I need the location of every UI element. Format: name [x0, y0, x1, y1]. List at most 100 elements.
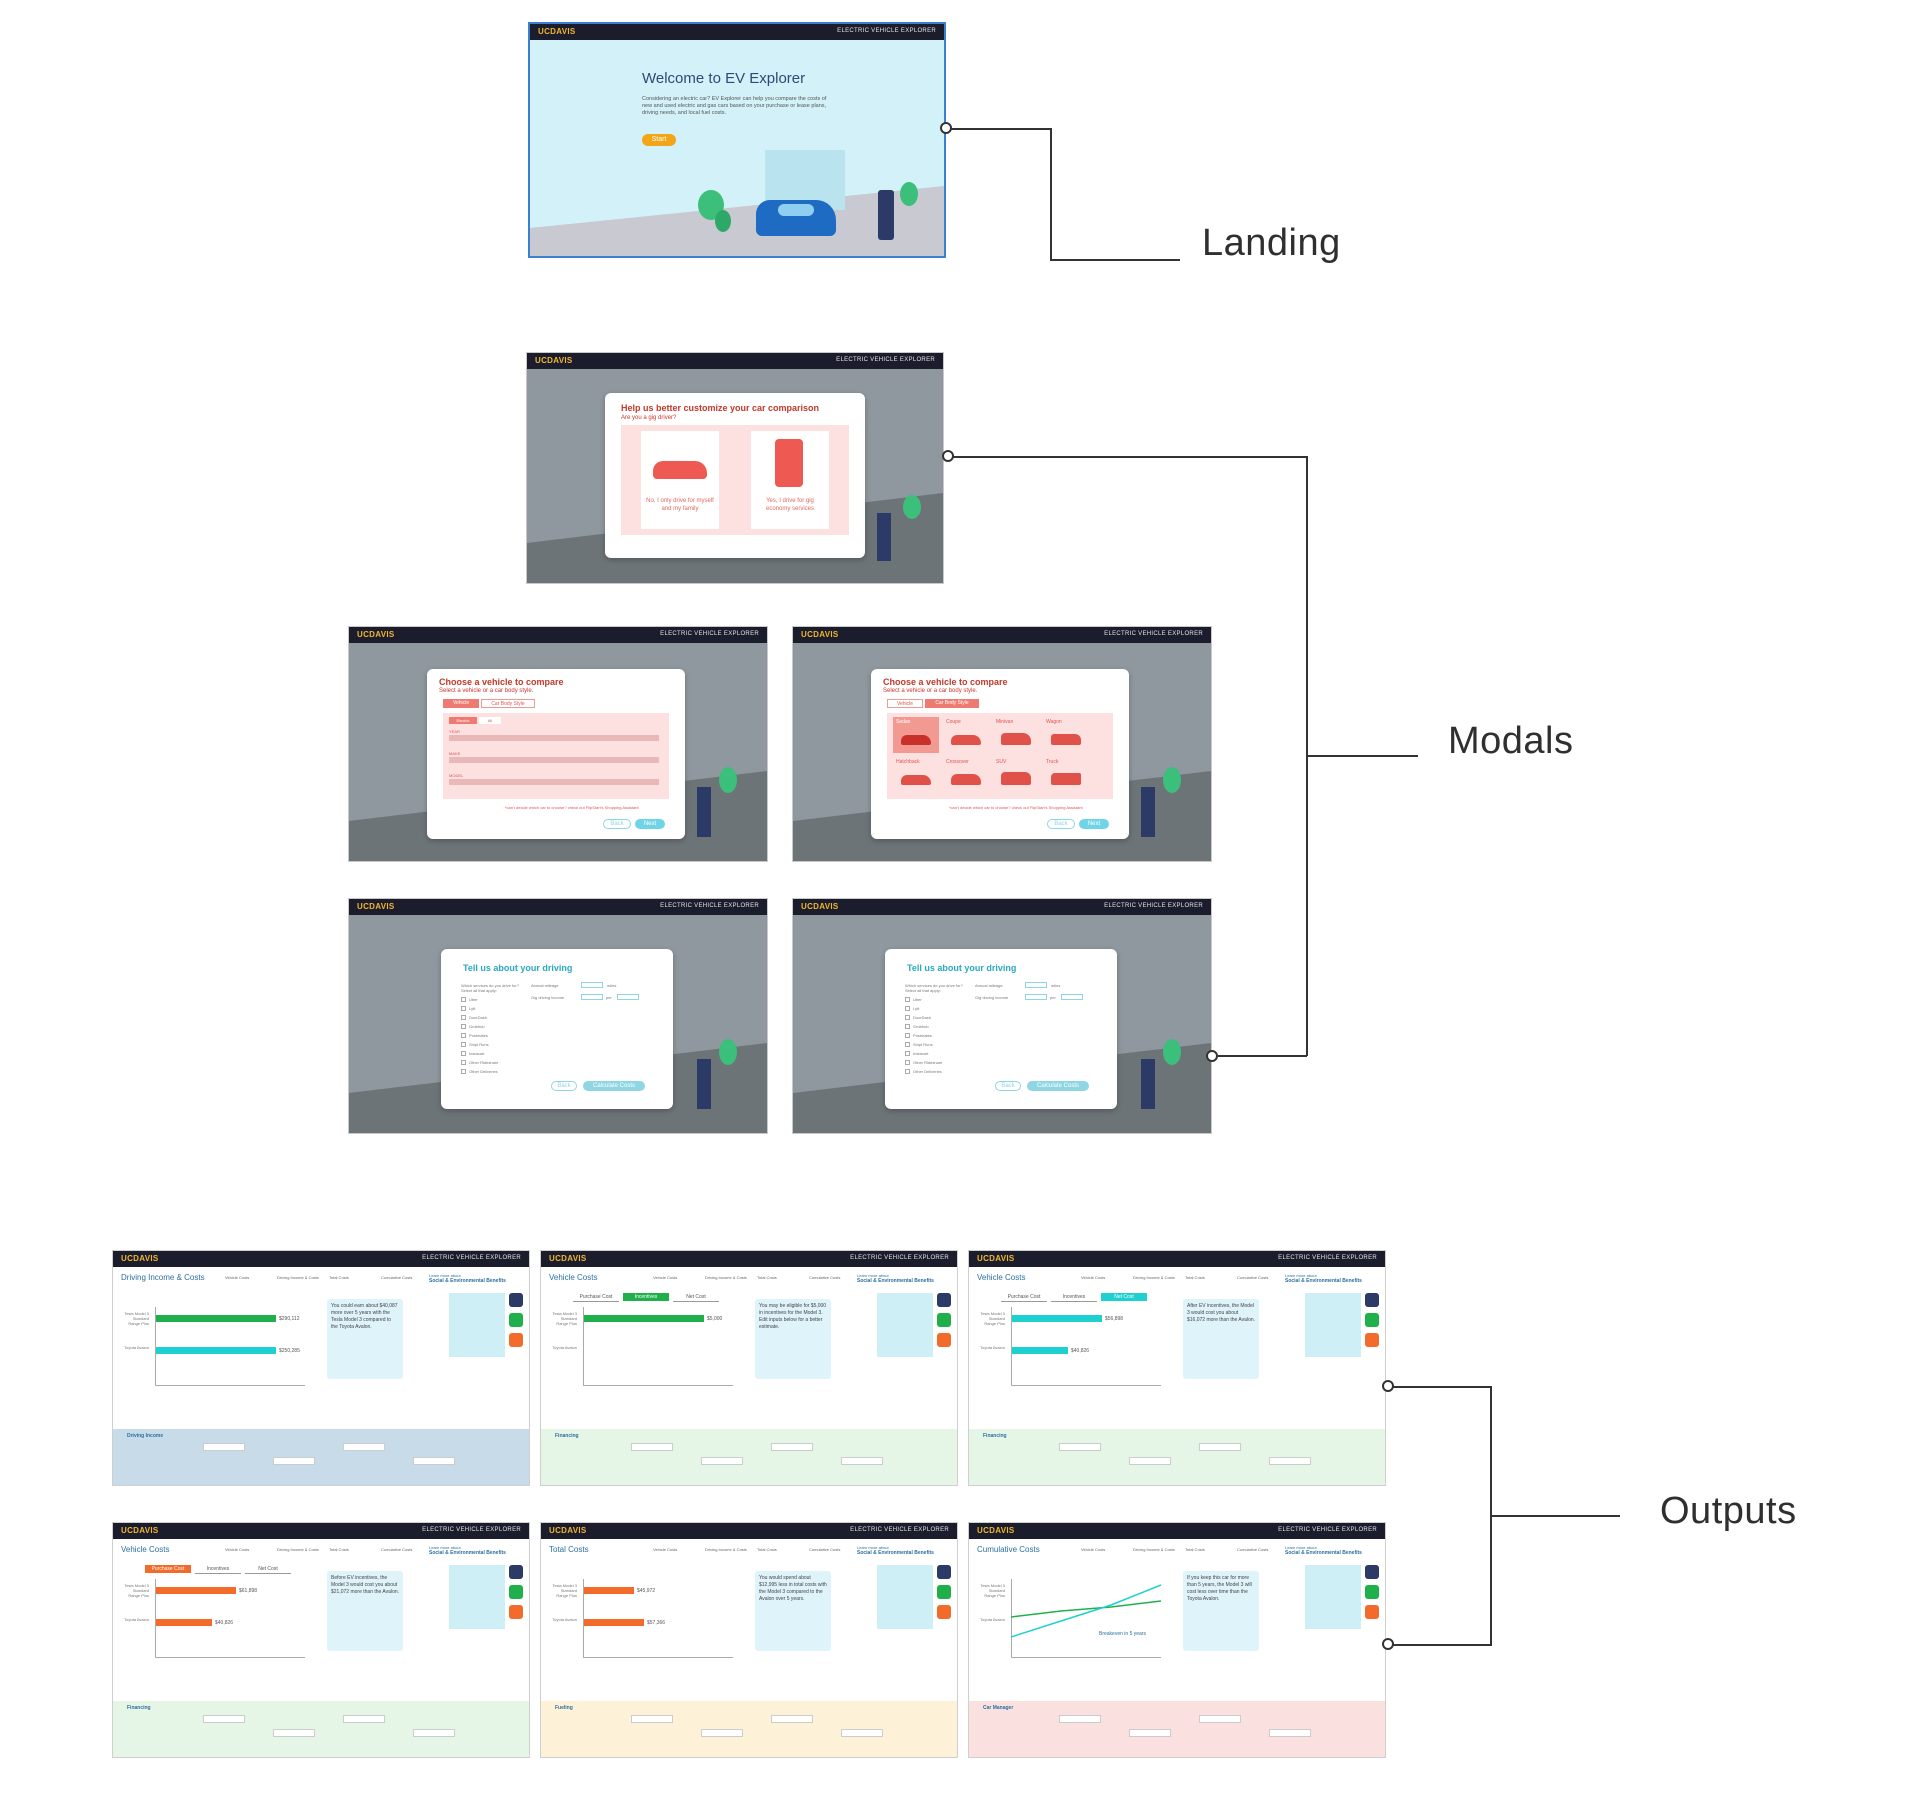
social-benefits-link[interactable]: Social & Environmental Benefits: [857, 1550, 934, 1556]
subtab-1[interactable]: Incentives: [195, 1565, 241, 1574]
subtab-1[interactable]: Incentives: [1051, 1293, 1097, 1302]
service-checkbox[interactable]: [905, 1060, 910, 1065]
service-checkbox[interactable]: [905, 1069, 910, 1074]
tab-3[interactable]: Cumulative Costs: [381, 1275, 413, 1280]
input-field[interactable]: [413, 1457, 455, 1465]
vehicle-icon[interactable]: [937, 1605, 951, 1619]
input-field[interactable]: [203, 1715, 245, 1723]
back-button[interactable]: Back: [551, 1081, 577, 1091]
shopping-assistant-note[interactable]: *can't decide which car to choose? check…: [505, 805, 639, 810]
learn-more-link[interactable]: Learn more about: [429, 1545, 461, 1550]
service-checkbox[interactable]: [461, 1006, 466, 1011]
input-field[interactable]: [1129, 1457, 1171, 1465]
input-field[interactable]: [343, 1715, 385, 1723]
calculate-costs-button[interactable]: Calculate Costs: [1027, 1081, 1089, 1091]
service-checkbox[interactable]: [905, 1033, 910, 1038]
input-field[interactable]: [1199, 1715, 1241, 1723]
tab-2[interactable]: Total Costs: [329, 1547, 349, 1552]
subtab-2[interactable]: Net Cost: [245, 1565, 291, 1574]
service-checkbox[interactable]: [905, 997, 910, 1002]
annual-mileage-input[interactable]: [1025, 982, 1047, 988]
tab-1[interactable]: Driving Income & Costs: [277, 1275, 319, 1280]
vehicle-icon[interactable]: [937, 1333, 951, 1347]
social-benefits-link[interactable]: Social & Environmental Benefits: [429, 1550, 506, 1556]
vehicle-icon[interactable]: [1365, 1313, 1379, 1327]
toggle-all[interactable]: All: [479, 717, 501, 724]
tab-3[interactable]: Cumulative Costs: [1237, 1547, 1269, 1552]
learn-more-link[interactable]: Learn more about: [857, 1545, 889, 1550]
tab-1[interactable]: Driving Income & Costs: [277, 1547, 319, 1552]
subtab-0[interactable]: Purchase Cost: [145, 1565, 191, 1573]
tab-2[interactable]: Total Costs: [1185, 1547, 1205, 1552]
tab-1[interactable]: Driving Income & Costs: [1133, 1547, 1175, 1552]
back-button[interactable]: Back: [603, 819, 631, 829]
subtab-1[interactable]: Incentives: [623, 1293, 669, 1301]
subtab-2[interactable]: Net Cost: [1101, 1293, 1147, 1301]
vehicle-icon[interactable]: [509, 1333, 523, 1347]
service-checkbox[interactable]: [461, 997, 466, 1002]
vehicle-icon[interactable]: [509, 1585, 523, 1599]
tab-0[interactable]: Vehicle Costs: [225, 1275, 250, 1280]
input-field[interactable]: [203, 1443, 245, 1451]
toggle-electric[interactable]: Electric: [449, 717, 477, 724]
service-checkbox[interactable]: [905, 1042, 910, 1047]
vehicle-icon[interactable]: [1365, 1293, 1379, 1307]
shopping-assistant-note[interactable]: *can't decide which car to choose? check…: [949, 805, 1083, 810]
tab-0[interactable]: Vehicle Costs: [225, 1547, 250, 1552]
social-benefits-link[interactable]: Social & Environmental Benefits: [857, 1278, 934, 1284]
input-field[interactable]: [771, 1715, 813, 1723]
body-style-wagon[interactable]: Wagon: [1043, 717, 1089, 753]
subtab-0[interactable]: Purchase Cost: [1001, 1293, 1047, 1302]
model-select[interactable]: [449, 779, 659, 785]
input-field[interactable]: [1129, 1729, 1171, 1737]
social-benefits-link[interactable]: Social & Environmental Benefits: [1285, 1278, 1362, 1284]
tab-1[interactable]: Driving Income & Costs: [705, 1547, 747, 1552]
vehicle-icon[interactable]: [509, 1313, 523, 1327]
service-checkbox[interactable]: [461, 1069, 466, 1074]
tab-1[interactable]: Driving Income & Costs: [1133, 1275, 1175, 1280]
vehicle-icon[interactable]: [509, 1293, 523, 1307]
tab-3[interactable]: Cumulative Costs: [381, 1547, 413, 1552]
make-select[interactable]: [449, 757, 659, 763]
tab-body-style[interactable]: Car Body Style: [925, 699, 979, 708]
vehicle-icon[interactable]: [1365, 1565, 1379, 1579]
period-select[interactable]: [1061, 994, 1083, 1000]
tab-3[interactable]: Cumulative Costs: [809, 1275, 841, 1280]
input-field[interactable]: [771, 1443, 813, 1451]
learn-more-link[interactable]: Learn more about: [1285, 1545, 1317, 1550]
input-field[interactable]: [841, 1457, 883, 1465]
input-field[interactable]: [631, 1715, 673, 1723]
body-style-suv[interactable]: SUV: [993, 757, 1039, 793]
input-field[interactable]: [343, 1443, 385, 1451]
tab-2[interactable]: Total Costs: [757, 1275, 777, 1280]
start-button[interactable]: Start: [642, 134, 676, 146]
service-checkbox[interactable]: [461, 1051, 466, 1056]
learn-more-link[interactable]: Learn more about: [429, 1273, 461, 1278]
input-field[interactable]: [1269, 1729, 1311, 1737]
vehicle-icon[interactable]: [1365, 1605, 1379, 1619]
service-checkbox[interactable]: [461, 1042, 466, 1047]
period-select[interactable]: [617, 994, 639, 1000]
body-style-coupe[interactable]: Coupe: [943, 717, 989, 753]
service-checkbox[interactable]: [905, 1024, 910, 1029]
next-button[interactable]: Next: [635, 819, 665, 829]
service-checkbox[interactable]: [461, 1060, 466, 1065]
vehicle-icon[interactable]: [1365, 1585, 1379, 1599]
tab-0[interactable]: Vehicle Costs: [653, 1547, 678, 1552]
input-field[interactable]: [631, 1443, 673, 1451]
tab-3[interactable]: Cumulative Costs: [1237, 1275, 1269, 1280]
input-field[interactable]: [701, 1729, 743, 1737]
tab-0[interactable]: Vehicle Costs: [653, 1275, 678, 1280]
input-field[interactable]: [413, 1729, 455, 1737]
annual-mileage-input[interactable]: [581, 982, 603, 988]
tab-vehicle[interactable]: Vehicle: [443, 699, 479, 708]
learn-more-link[interactable]: Learn more about: [857, 1273, 889, 1278]
calculate-costs-button[interactable]: Calculate Costs: [583, 1081, 645, 1091]
body-style-minivan[interactable]: Minivan: [993, 717, 1039, 753]
vehicle-icon[interactable]: [509, 1565, 523, 1579]
gig-income-input[interactable]: [581, 994, 603, 1000]
vehicle-icon[interactable]: [937, 1313, 951, 1327]
body-style-sedan[interactable]: Sedan: [893, 717, 939, 753]
vehicle-icon[interactable]: [937, 1565, 951, 1579]
next-button[interactable]: Next: [1079, 819, 1109, 829]
